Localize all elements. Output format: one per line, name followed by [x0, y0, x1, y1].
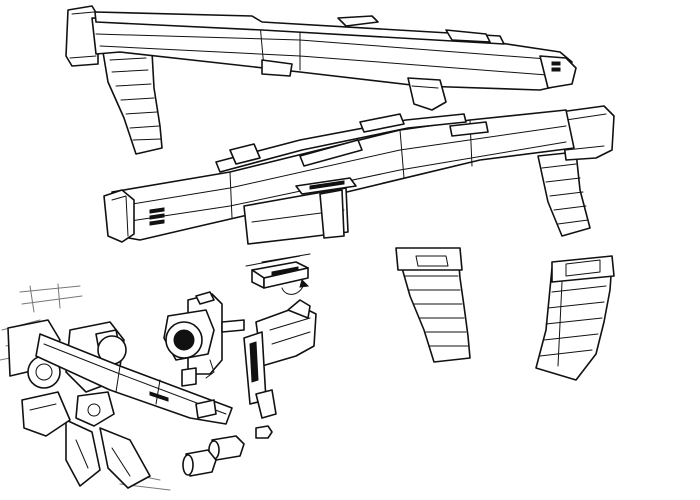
rifle-upper-side-view [65, 5, 577, 155]
breech-block-detail [245, 253, 311, 295]
muzzle-front-detail [163, 291, 245, 387]
cartridges-detail [182, 425, 273, 477]
rifle-lower-body [111, 109, 575, 241]
receiver-grip-detail [243, 299, 317, 419]
rifle-upper-stock [65, 5, 99, 67]
muzzle-bore-icon [173, 329, 195, 351]
rifle-upper-magazine [102, 51, 163, 155]
mobile-suit-sketch [0, 283, 233, 491]
cartridge-small-icon [255, 425, 273, 439]
rifle-upper-rail [94, 11, 505, 45]
magazine-side-view [535, 255, 615, 381]
rifle-upper-foregrip [407, 77, 447, 111]
rifle-upper-muzzle [539, 55, 577, 89]
receiver-slot-icon [249, 341, 259, 383]
magazine-front-view [395, 247, 471, 363]
rifle-lower-angled-view [103, 105, 615, 245]
rifle-lower-rail [215, 113, 467, 173]
